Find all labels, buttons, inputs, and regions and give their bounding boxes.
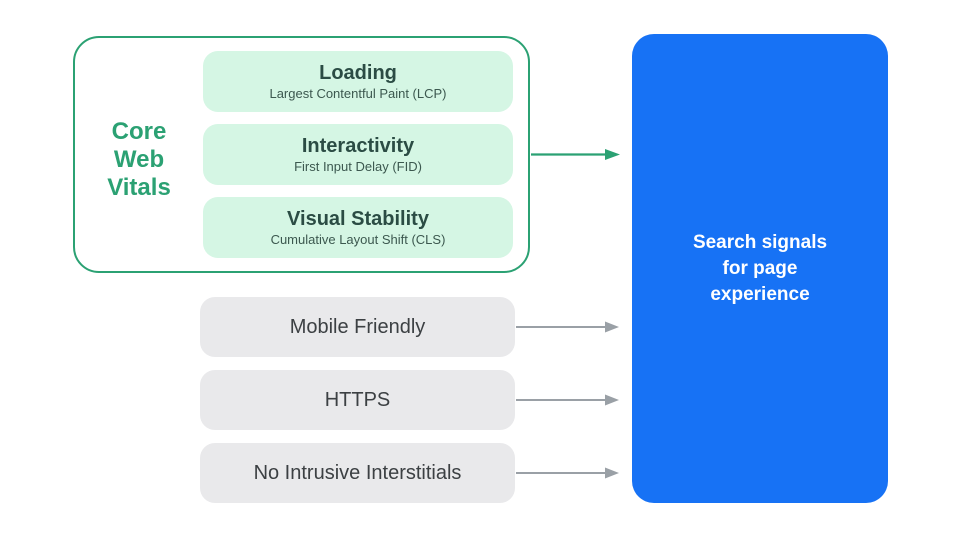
signal-label: Mobile Friendly — [289, 315, 426, 338]
core-web-vitals-label: Core Web Vitals — [73, 36, 205, 273]
metric-title: Visual Stability — [287, 207, 429, 230]
signal-https: HTTPS — [200, 370, 515, 430]
search-signals-line: experience — [710, 283, 810, 305]
mobile-friendly-arrow-icon — [516, 321, 619, 333]
search-signals-line: for page — [722, 257, 798, 279]
core-web-vitals-arrow-icon — [531, 149, 620, 160]
signal-label: No Intrusive Interstitials — [253, 461, 462, 484]
metric-subtitle: Cumulative Layout Shift (CLS) — [270, 231, 446, 247]
metric-visual-stability: Visual Stability Cumulative Layout Shift… — [203, 197, 513, 258]
metric-loading: Loading Largest Contentful Paint (LCP) — [203, 51, 513, 112]
metric-interactivity: Interactivity First Input Delay (FID) — [203, 124, 513, 185]
signal-label: HTTPS — [324, 388, 391, 411]
search-signals-box: Search signals for page experience — [632, 34, 888, 503]
search-signals-line: Search signals — [692, 231, 828, 253]
core-web-vitals-label-line: Vitals — [107, 173, 171, 201]
no-intrusive-interstitials-arrow-icon — [516, 467, 619, 479]
metric-subtitle: Largest Contentful Paint (LCP) — [269, 85, 447, 101]
metric-subtitle: First Input Delay (FID) — [294, 158, 422, 174]
core-web-vitals-label-line: Core — [111, 117, 167, 145]
metric-title: Loading — [319, 61, 397, 84]
core-web-vitals-label-line: Web — [113, 145, 165, 173]
metric-title: Interactivity — [301, 134, 415, 157]
https-arrow-icon — [516, 394, 619, 406]
signal-no-intrusive-interstitials: No Intrusive Interstitials — [200, 443, 515, 503]
signal-mobile-friendly: Mobile Friendly — [200, 297, 515, 357]
